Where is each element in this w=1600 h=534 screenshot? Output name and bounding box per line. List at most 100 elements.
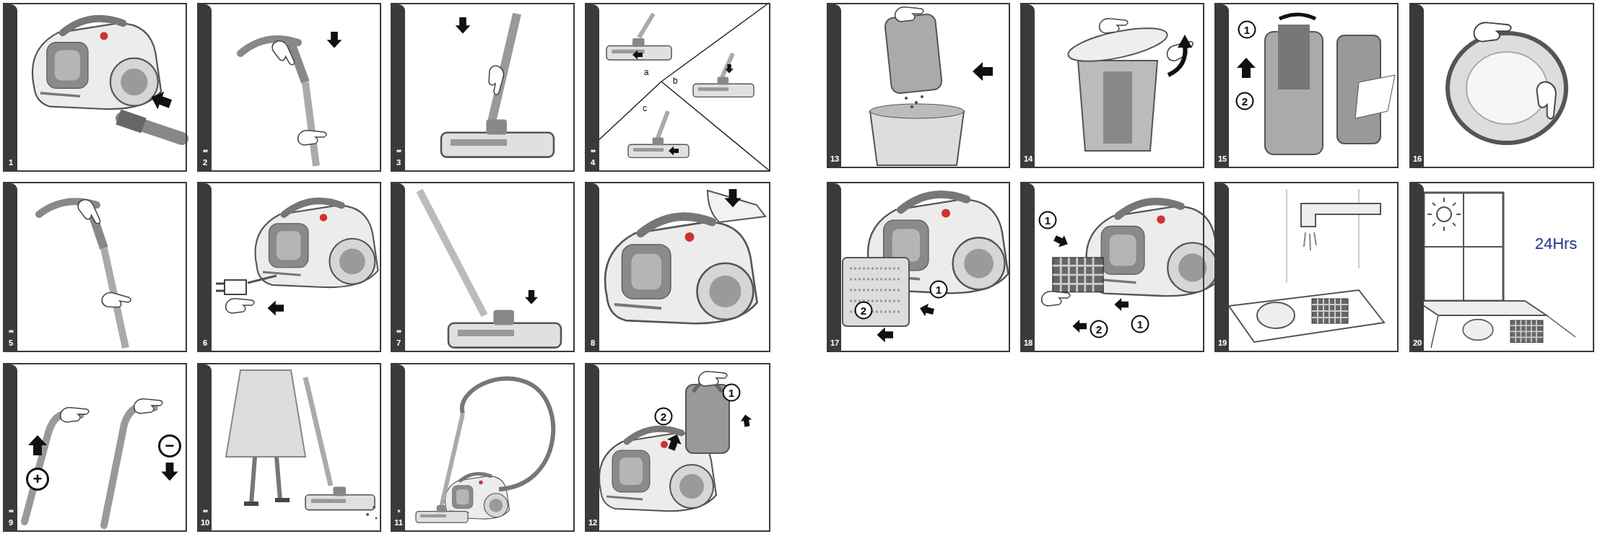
step-number: 9 [8, 518, 13, 528]
accessory-mark: * [397, 509, 400, 517]
illustration-use [1052, 257, 1104, 293]
accessory-mark: ** [590, 149, 595, 157]
illustration-use [1536, 82, 1556, 120]
number-stripe: **9 [4, 364, 18, 531]
illustration-use [1099, 18, 1128, 34]
step-number: 3 [396, 158, 401, 168]
accessory-mark: ** [202, 509, 208, 517]
option-letter: a [642, 67, 651, 78]
number-stripe: **5 [4, 183, 18, 351]
step-panel: 16 [1409, 2, 1595, 169]
step-panel: **7 [390, 181, 575, 353]
callout-number: 1 [1038, 211, 1058, 230]
step-panel: 6 [197, 181, 382, 353]
illustration-path [419, 190, 485, 316]
illustration-path [215, 283, 225, 291]
illustration-g [1236, 14, 1395, 155]
illustration-use [1041, 291, 1071, 307]
illustration-circle [1436, 207, 1452, 222]
step-panel: **3 [390, 2, 575, 172]
callout-number: 1 [929, 280, 949, 299]
illustration-path [1423, 192, 1504, 302]
illustration-use [75, 197, 103, 229]
illustration-use [698, 371, 728, 387]
step-panel: 17 [826, 181, 1011, 353]
callout-number: 2 [854, 301, 873, 320]
illustration-rect [1103, 71, 1133, 144]
illustration-g [24, 399, 179, 526]
step-panel: 19 [1214, 181, 1399, 353]
illustration-use [255, 200, 379, 288]
illustration-use [415, 505, 468, 523]
illustration-path [225, 370, 306, 458]
illustration-use [724, 189, 741, 208]
illustration-use [270, 38, 297, 71]
step-number: 10 [200, 518, 210, 528]
illustration-use [1474, 22, 1512, 42]
number-stripe: **3 [392, 4, 406, 171]
number-stripe: 20 [1410, 183, 1424, 351]
illustration-path [870, 111, 964, 166]
illustration-g [225, 370, 378, 520]
step-number: 16 [1412, 154, 1422, 164]
step-number: 13 [830, 154, 839, 164]
illustration-use [693, 76, 754, 97]
illustration-use [161, 462, 178, 481]
illustration-rect [1423, 192, 1504, 302]
number-stripe: **10 [198, 364, 212, 531]
callout-number: 2 [1090, 320, 1109, 339]
step-number: 17 [830, 338, 839, 349]
illustration-circle [372, 506, 376, 510]
illustration-use [972, 62, 993, 81]
step-number: 8 [590, 338, 595, 349]
illustration-path [103, 406, 155, 526]
illustration-g [1416, 192, 1576, 349]
illustration-use [225, 298, 255, 314]
illustration-use [298, 130, 327, 146]
step-number: 5 [8, 338, 13, 349]
illustration-use [101, 291, 132, 312]
illustration-use [668, 146, 679, 156]
illustration-path [441, 413, 463, 508]
illustration-path [1279, 14, 1316, 19]
number-stripe: 19 [1215, 183, 1229, 351]
minus-sign: − [158, 434, 182, 458]
illustration-use [485, 64, 506, 96]
illustration-use [628, 137, 689, 158]
illustration-use [895, 7, 924, 22]
illustration-g [419, 190, 562, 349]
step-panel: **2 [197, 2, 382, 172]
illustration-path [1416, 301, 1547, 316]
illustration-use [148, 88, 174, 113]
illustration-path [1427, 197, 1461, 232]
illustration-use [1114, 298, 1129, 312]
plus-sign: + [25, 467, 50, 491]
illustration-use [606, 38, 672, 60]
illustration-circle [914, 101, 918, 104]
number-stripe: **7 [392, 183, 406, 351]
illustration-path [305, 377, 331, 486]
number-stripe: **2 [198, 4, 212, 171]
illustration-use [448, 310, 562, 349]
option-letter: b [671, 76, 680, 86]
illustration-use [1072, 319, 1087, 333]
illustration-use [60, 407, 89, 423]
illustration-path [1177, 34, 1193, 48]
number-stripe: 6 [198, 183, 212, 351]
illustration-path [244, 500, 290, 504]
illustration-path [1431, 315, 1576, 349]
accessory-mark: ** [8, 329, 13, 338]
illustration-path [1303, 232, 1317, 251]
step-panel: **5 [2, 181, 188, 353]
illustration-use [632, 50, 643, 60]
illustration-g [842, 194, 1008, 343]
illustration-rect [1277, 24, 1310, 90]
illustration-use [1311, 298, 1349, 324]
number-stripe: 17 [828, 183, 842, 351]
number-stripe: 12 [586, 364, 600, 531]
illustration-g [240, 31, 342, 167]
step-panel: 20 [1409, 181, 1595, 353]
callout-number: 2 [654, 407, 673, 426]
illustration-g [1065, 18, 1197, 151]
illustration-use [877, 327, 894, 343]
